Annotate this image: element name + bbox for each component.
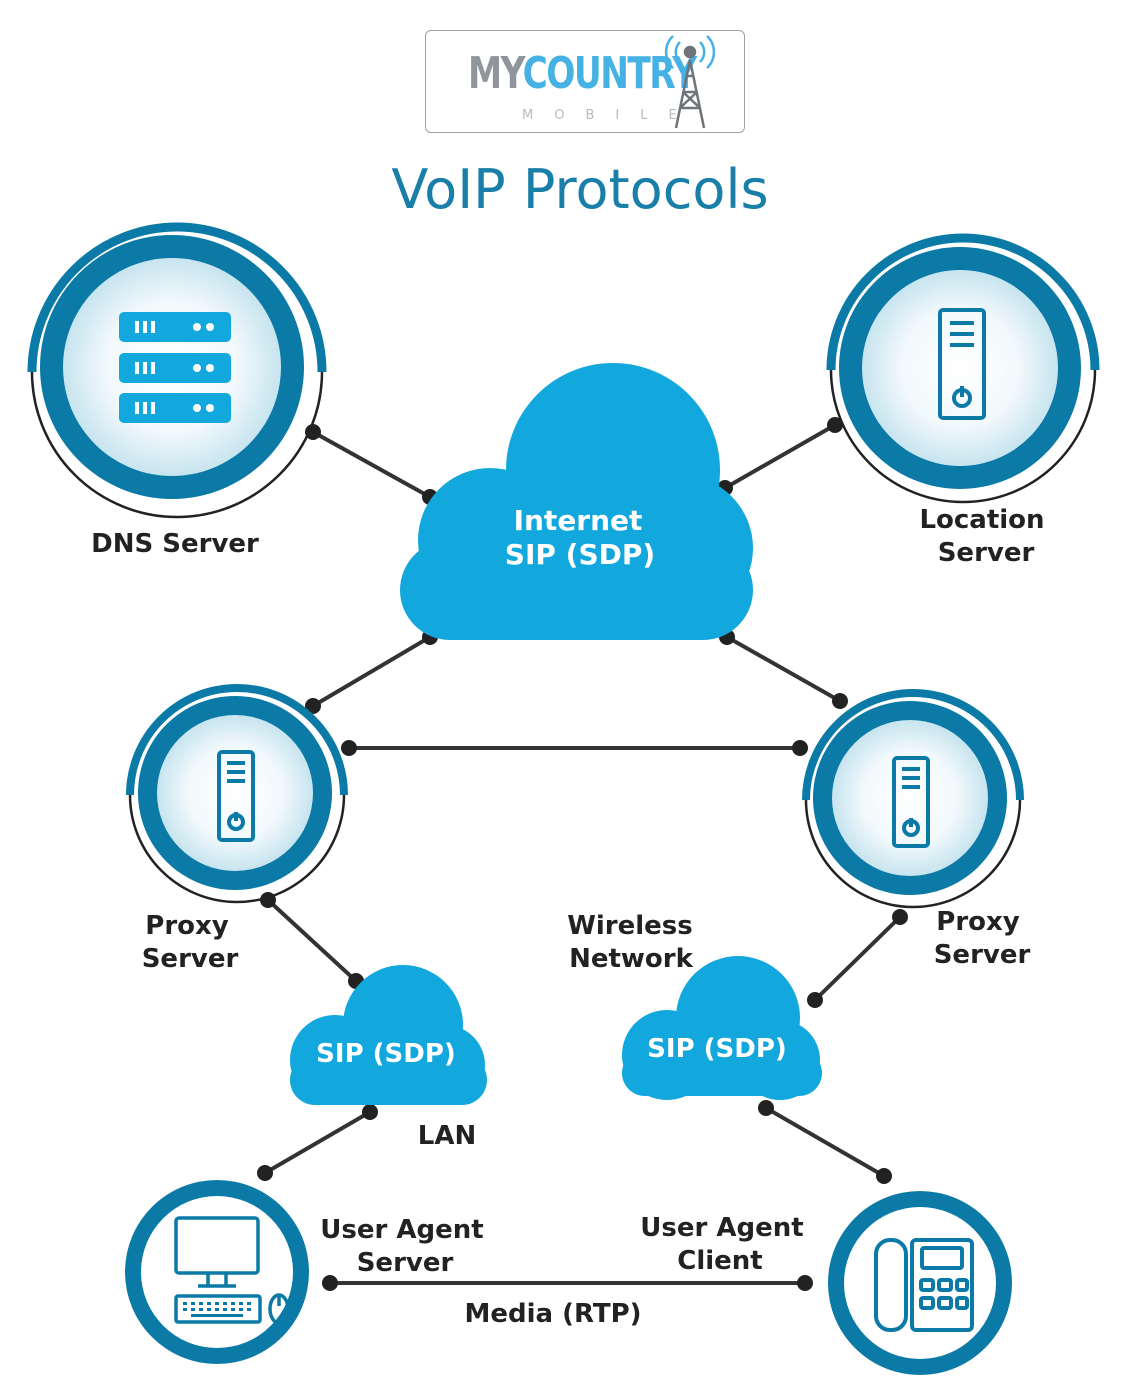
proxy-right-label-line2: Server: [934, 940, 1031, 970]
logo-subtitle: MOBILE: [522, 108, 698, 123]
connector-dot: [832, 693, 848, 709]
logo-my: MY: [468, 48, 524, 99]
page-title: VoIP Protocols: [391, 158, 768, 221]
location-server-label-line2: Server: [938, 538, 1035, 568]
connector-dot: [797, 1275, 813, 1291]
link-wireless-uac: [765, 1106, 885, 1178]
link-internet-proxy-right: [726, 635, 841, 703]
connector-dot: [792, 740, 808, 756]
tower-icon: [664, 35, 716, 129]
uas-label-line1: User Agent: [320, 1215, 483, 1245]
media-rtp-label: Media (RTP): [464, 1299, 641, 1329]
proxy-right-label-line1: Proxy: [936, 907, 1020, 937]
logo-country: COUNTRY: [522, 48, 697, 99]
connector-dot: [257, 1165, 273, 1181]
server-rack-icon: [119, 312, 231, 423]
link-dns-internet: [312, 430, 431, 499]
lan-cloud-label: SIP (SDP): [316, 1039, 456, 1069]
internet-cloud-label-line1: Internet: [514, 504, 643, 537]
user-agent-server-node: [125, 1180, 309, 1364]
connector-dot: [876, 1168, 892, 1184]
proxy-left-label-line2: Server: [142, 944, 239, 974]
lan-label: LAN: [418, 1121, 476, 1151]
connector-dot: [305, 424, 321, 440]
proxy-server-right-node: [802, 689, 1024, 909]
user-agent-client-node: [828, 1191, 1012, 1375]
uas-label-line2: Server: [357, 1248, 454, 1278]
tower-server-icon: [217, 750, 255, 842]
lan-cloud: [290, 965, 487, 1105]
proxy-server-left-node: [126, 684, 348, 904]
link-location-internet: [724, 423, 836, 490]
logo: MYCOUNTRY: [468, 48, 697, 99]
link-proxy-wireless: [813, 915, 902, 1002]
tower-server-icon: [938, 308, 986, 420]
connector-dot: [758, 1100, 774, 1116]
connectors: [263, 423, 902, 1285]
uac-label-line2: Client: [677, 1246, 762, 1276]
internet-cloud-label-line2: SIP (SDP): [505, 538, 655, 571]
connector-dot: [807, 992, 823, 1008]
uac-label-line1: User Agent: [640, 1213, 803, 1243]
desk-phone-icon: [874, 1238, 974, 1332]
wireless-cloud-label: SIP (SDP): [647, 1034, 787, 1064]
connector-dots: [257, 417, 908, 1291]
link-proxy-lan: [266, 898, 358, 983]
connector-dot: [322, 1275, 338, 1291]
wireless-label-line2: Network: [569, 944, 694, 974]
connector-dot: [892, 909, 908, 925]
connector-dot: [827, 417, 843, 433]
connector-dot: [341, 740, 357, 756]
proxy-left-label-line1: Proxy: [145, 911, 229, 941]
dns-server-label: DNS Server: [91, 529, 259, 559]
keyboard-keys: [183, 1302, 251, 1317]
desktop-computer-icon: [174, 1216, 290, 1325]
connector-dot: [305, 698, 321, 714]
location-server-label-line1: Location: [919, 505, 1044, 535]
location-server-node: [826, 233, 1100, 504]
wireless-label-line1: Wireless: [567, 911, 693, 941]
internet-cloud: [400, 363, 753, 640]
link-internet-proxy-left: [311, 635, 432, 708]
link-lan-uas: [263, 1110, 372, 1175]
wireless-cloud: [622, 956, 822, 1100]
connector-dot: [362, 1104, 378, 1120]
tower-server-icon: [892, 756, 930, 848]
dns-server-node: [27, 222, 327, 519]
